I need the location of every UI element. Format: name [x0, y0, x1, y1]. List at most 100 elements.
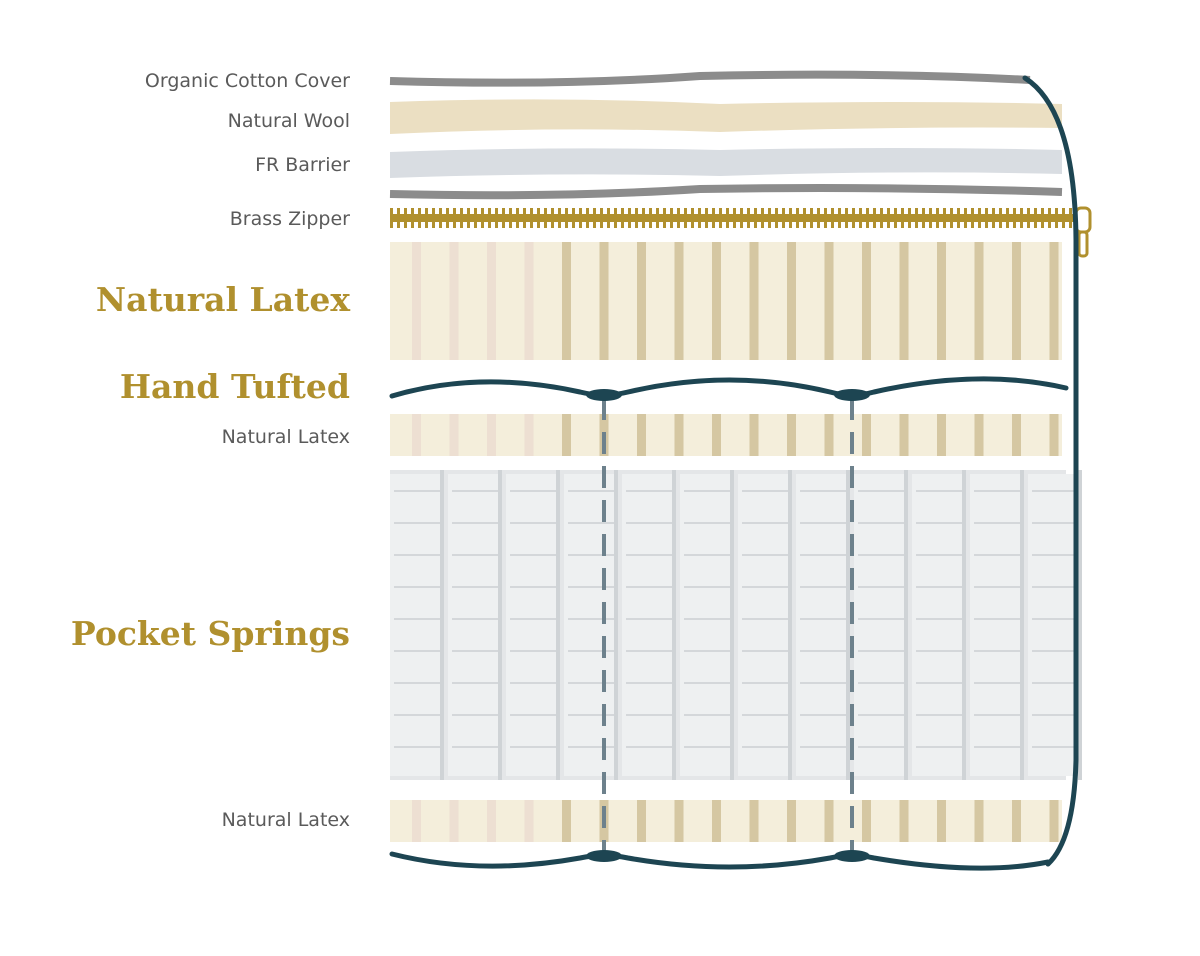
spring-coil-line	[684, 586, 730, 588]
latex-stripe	[637, 242, 646, 360]
spring-coil-line	[452, 586, 498, 588]
spring-coil-line	[626, 490, 672, 492]
spring-coil-line	[742, 554, 788, 556]
spring-seam	[614, 470, 618, 780]
spring-pocket	[564, 474, 618, 776]
spring-coil-line	[626, 682, 672, 684]
spring-coil-line	[452, 554, 498, 556]
zipper-tooth	[656, 208, 659, 228]
spring-coil-line	[858, 490, 904, 492]
zipper-tooth	[775, 208, 778, 228]
latex-stripe	[937, 242, 946, 360]
zipper-tooth	[1069, 208, 1072, 228]
zipper-tooth	[866, 208, 869, 228]
zipper-tooth	[887, 208, 890, 228]
spring-coil-line	[568, 714, 614, 716]
latex-stripe	[899, 242, 909, 360]
spring-coil-line	[800, 586, 846, 588]
spring-coil-line	[568, 618, 614, 620]
latex-body	[390, 242, 1062, 360]
spring-coil-line	[800, 554, 846, 556]
spring-coil-line	[800, 746, 846, 748]
spring-coil-line	[626, 554, 672, 556]
zipper-tooth	[614, 208, 617, 228]
spring-pocket	[738, 474, 792, 776]
zipper-tooth	[397, 208, 400, 228]
spring-coil-line	[626, 522, 672, 524]
spring-seam	[788, 470, 792, 780]
latex-stripe	[974, 800, 984, 842]
zipper-tooth	[894, 208, 897, 228]
label-natural-wool: Natural Wool	[227, 110, 350, 132]
latex-body	[390, 414, 1062, 456]
spring-seam	[1020, 470, 1024, 780]
spring-coil-line	[568, 522, 614, 524]
zipper-tooth	[572, 208, 575, 228]
spring-coil-line	[1032, 554, 1078, 556]
zipper-tooth	[607, 208, 610, 228]
spring-coil-line	[800, 714, 846, 716]
zipper-tooth	[950, 208, 953, 228]
zipper-tooth	[439, 208, 442, 228]
spring-coil-line	[742, 650, 788, 652]
zipper-tooth	[1027, 208, 1030, 228]
zipper-tooth	[621, 208, 624, 228]
pocket-springs-layer	[390, 470, 1082, 780]
zipper-tooth	[782, 208, 785, 228]
spring-coil-line	[916, 618, 962, 620]
spring-pocket	[506, 474, 560, 776]
spring-coil-line	[800, 490, 846, 492]
spring-coil-line	[684, 714, 730, 716]
spring-seam	[440, 470, 444, 780]
zipper-tooth	[593, 208, 596, 228]
spring-coil-line	[742, 586, 788, 588]
spring-pocket	[854, 474, 908, 776]
zipper-tooth	[789, 208, 792, 228]
spring-coil-line	[684, 650, 730, 652]
spring-coil-line	[452, 682, 498, 684]
latex-stripe	[674, 414, 684, 456]
spring-pocket	[970, 474, 1024, 776]
latex-stripe	[449, 414, 459, 456]
natural-latex-bottom-layer	[390, 800, 1062, 842]
latex-stripe	[674, 242, 684, 360]
spring-coil-line	[394, 650, 440, 652]
zipper-tooth	[474, 208, 477, 228]
latex-stripe	[674, 800, 684, 842]
zipper-tooth	[929, 208, 932, 228]
zipper-tooth	[740, 208, 743, 228]
zipper-tooth	[579, 208, 582, 228]
spring-coil-line	[684, 490, 730, 492]
zipper-tooth	[817, 208, 820, 228]
zipper-tooth	[670, 208, 673, 228]
zipper-tooth	[677, 208, 680, 228]
latex-stripe	[487, 800, 496, 842]
latex-body	[390, 800, 1062, 842]
latex-stripe	[524, 414, 534, 456]
latex-stripe	[749, 800, 759, 842]
spring-seam	[556, 470, 560, 780]
spring-coil-line	[684, 554, 730, 556]
zipper-tooth	[768, 208, 771, 228]
spring-seam	[730, 470, 734, 780]
spring-coil-line	[1032, 650, 1078, 652]
zipper-tooth	[1006, 208, 1009, 228]
spring-coil-line	[684, 746, 730, 748]
latex-stripe	[824, 800, 834, 842]
zipper-tooth	[915, 208, 918, 228]
spring-coil-line	[452, 618, 498, 620]
spring-coil-line	[916, 650, 962, 652]
label-natural-latex-mid: Natural Latex	[221, 426, 350, 448]
latex-stripe	[787, 242, 796, 360]
latex-stripe	[1049, 800, 1059, 842]
zipper-tooth	[544, 208, 547, 228]
zipper-tooth	[859, 208, 862, 228]
spring-pocket	[680, 474, 734, 776]
spring-coil-line	[684, 682, 730, 684]
spring-coil-line	[394, 586, 440, 588]
spring-coil-line	[510, 714, 556, 716]
spring-coil-line	[1032, 490, 1078, 492]
zipper-tooth	[1034, 208, 1037, 228]
zipper-tooth	[936, 208, 939, 228]
latex-stripe	[899, 800, 909, 842]
